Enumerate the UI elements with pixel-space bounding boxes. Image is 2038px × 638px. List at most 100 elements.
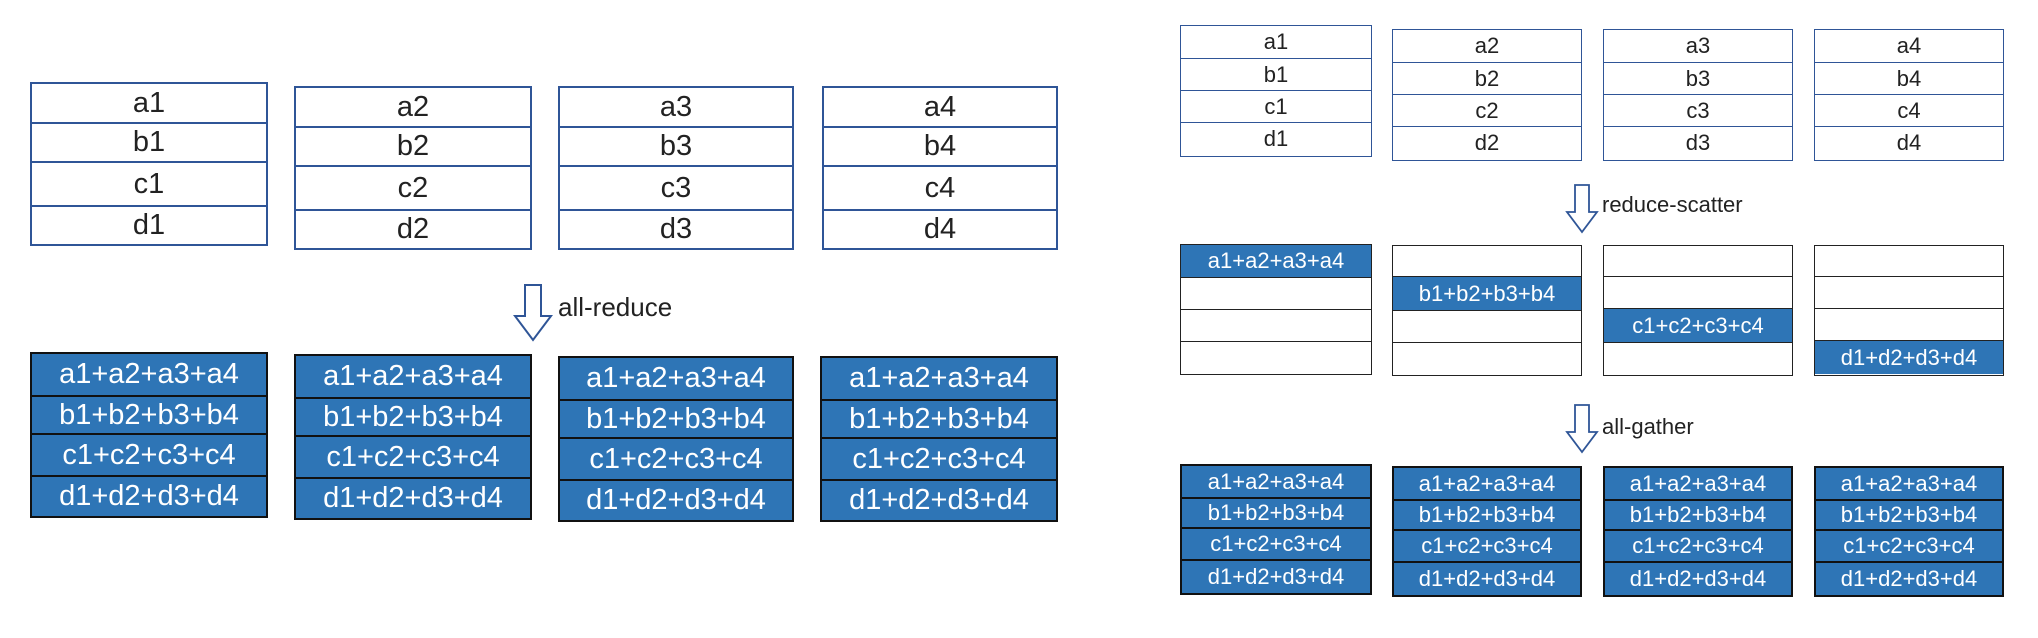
scatter-cell-empty	[1181, 341, 1371, 373]
gather-cell: a1+a2+a3+a4	[1629, 470, 1767, 496]
all-reduce-label: all-reduce	[558, 292, 673, 322]
output-cell: c1+c2+c3+c4	[822, 437, 1056, 479]
input-cell: c3	[560, 165, 792, 209]
input-cell: b3	[1604, 62, 1792, 94]
scatter-cell-empty	[1815, 276, 2003, 308]
gather-cell: d1+d2+d3+d4	[1816, 561, 2002, 595]
gather-cell: b1+b2+b3+b4	[1394, 499, 1580, 529]
input-block-3: a3 b3 c3 d3	[1603, 29, 1793, 161]
output-cell: c1+c2+c3+c4	[296, 435, 530, 477]
output-cell: d1+d2+d3+d4	[296, 477, 530, 518]
scatter-cell-empty	[1393, 342, 1581, 374]
input-block-4: a4 b4 c4 d4	[1814, 29, 2004, 161]
output-cell: c1+c2+c3+c4	[32, 433, 266, 475]
input-cell: c1	[32, 161, 266, 205]
scatter-cell-empty	[1604, 276, 1792, 308]
output-cell: b1+b2+b3+b4	[296, 397, 530, 435]
gather-cell: c1+c2+c3+c4	[1605, 529, 1791, 561]
scatter-cell-empty	[1815, 246, 2003, 276]
scatter-block-4: d1+d2+d3+d4	[1814, 245, 2004, 376]
input-cell: d2	[296, 209, 530, 248]
gather-cell: b1+b2+b3+b4	[1816, 499, 2002, 529]
output-block-2: a1+a2+a3+a4 b1+b2+b3+b4 c1+c2+c3+c4 d1+d…	[294, 354, 532, 520]
output-cell: d1+d2+d3+d4	[32, 475, 266, 516]
output-cell: a1+a2+a3+a4	[323, 360, 503, 392]
output-cell: b1+b2+b3+b4	[32, 395, 266, 433]
gather-cell: d1+d2+d3+d4	[1605, 561, 1791, 595]
input-cell: a3	[1685, 33, 1711, 58]
scatter-block-1: a1+a2+a3+a4	[1180, 244, 1372, 375]
input-block-2: a2 b2 c2 d2	[294, 86, 532, 250]
output-cell: b1+b2+b3+b4	[822, 399, 1056, 437]
scatter-cell-empty	[1604, 342, 1792, 374]
input-cell: c3	[1604, 94, 1792, 126]
output-cell: b1+b2+b3+b4	[560, 399, 792, 437]
output-cell: d1+d2+d3+d4	[560, 479, 792, 520]
input-cell: a4	[1896, 33, 1922, 58]
gather-block-2: a1+a2+a3+a4 b1+b2+b3+b4 c1+c2+c3+c4 d1+d…	[1392, 466, 1582, 597]
input-cell: a1	[1263, 29, 1289, 54]
output-cell: a1+a2+a3+a4	[849, 362, 1029, 394]
output-block-4: a1+a2+a3+a4 b1+b2+b3+b4 c1+c2+c3+c4 d1+d…	[820, 356, 1058, 522]
scatter-cell-empty	[1181, 309, 1371, 341]
input-cell: c4	[824, 165, 1056, 209]
input-cell: a3	[659, 90, 693, 123]
input-cell: d3	[560, 209, 792, 248]
gather-cell: d1+d2+d3+d4	[1182, 559, 1370, 593]
output-cell: c1+c2+c3+c4	[560, 437, 792, 479]
input-cell: b4	[1815, 62, 2003, 94]
input-cell: d3	[1604, 126, 1792, 159]
gather-cell: b1+b2+b3+b4	[1605, 499, 1791, 529]
input-cell: a1	[132, 86, 166, 119]
down-arrow-icon	[513, 284, 553, 342]
scatter-cell-filled: a1+a2+a3+a4	[1181, 245, 1371, 277]
input-block-3: a3 b3 c3 d3	[558, 86, 794, 250]
gather-block-3: a1+a2+a3+a4 b1+b2+b3+b4 c1+c2+c3+c4 d1+d…	[1603, 466, 1793, 597]
input-block-4: a4 b4 c4 d4	[822, 86, 1058, 250]
input-cell: b1	[32, 122, 266, 161]
scatter-cell-filled: c1+c2+c3+c4	[1604, 308, 1792, 342]
input-cell: d1	[32, 205, 266, 244]
input-cell: b3	[560, 126, 792, 165]
gather-cell: d1+d2+d3+d4	[1394, 561, 1580, 595]
reduce-scatter-label: reduce-scatter	[1602, 192, 1743, 217]
scatter-block-2: b1+b2+b3+b4	[1392, 245, 1582, 376]
scatter-cell-empty	[1604, 246, 1792, 276]
input-cell: d1	[1181, 122, 1371, 155]
output-cell: d1+d2+d3+d4	[822, 479, 1056, 520]
input-cell: b2	[1393, 62, 1581, 94]
input-cell: a2	[396, 90, 430, 123]
gather-cell: c1+c2+c3+c4	[1394, 529, 1580, 561]
input-block-2: a2 b2 c2 d2	[1392, 29, 1582, 161]
gather-cell: b1+b2+b3+b4	[1182, 497, 1370, 527]
input-cell: c1	[1181, 90, 1371, 122]
gather-block-1: a1+a2+a3+a4 b1+b2+b3+b4 c1+c2+c3+c4 d1+d…	[1180, 464, 1372, 595]
output-block-3: a1+a2+a3+a4 b1+b2+b3+b4 c1+c2+c3+c4 d1+d…	[558, 356, 794, 522]
input-cell: b1	[1181, 58, 1371, 90]
gather-cell: a1+a2+a3+a4	[1840, 470, 1978, 496]
scatter-block-3: c1+c2+c3+c4	[1603, 245, 1793, 376]
gather-cell: a1+a2+a3+a4	[1418, 470, 1556, 496]
input-cell: c2	[1393, 94, 1581, 126]
output-cell: a1+a2+a3+a4	[59, 358, 239, 390]
input-cell: b2	[296, 126, 530, 165]
down-arrow-icon	[1565, 404, 1599, 454]
gather-cell: c1+c2+c3+c4	[1816, 529, 2002, 561]
output-cell: a1+a2+a3+a4	[586, 362, 766, 394]
input-cell: c4	[1815, 94, 2003, 126]
input-cell: d4	[824, 209, 1056, 248]
input-cell: d4	[1815, 126, 2003, 159]
scatter-cell-empty	[1393, 246, 1581, 276]
down-arrow-icon	[1565, 184, 1599, 234]
input-cell: c2	[296, 165, 530, 209]
scatter-cell-empty	[1181, 277, 1371, 309]
input-block-1: a1 b1 c1 d1	[1180, 25, 1372, 157]
scatter-cell-filled: b1+b2+b3+b4	[1393, 276, 1581, 310]
gather-block-4: a1+a2+a3+a4 b1+b2+b3+b4 c1+c2+c3+c4 d1+d…	[1814, 466, 2004, 597]
scatter-cell-filled: d1+d2+d3+d4	[1815, 340, 2003, 374]
all-gather-label: all-gather	[1602, 414, 1694, 439]
output-block-1: a1+a2+a3+a4 b1+b2+b3+b4 c1+c2+c3+c4 d1+d…	[30, 352, 268, 518]
input-cell: a2	[1474, 33, 1500, 58]
gather-cell: a1+a2+a3+a4	[1207, 468, 1345, 494]
input-block-1: a1 b1 c1 d1	[30, 82, 268, 246]
